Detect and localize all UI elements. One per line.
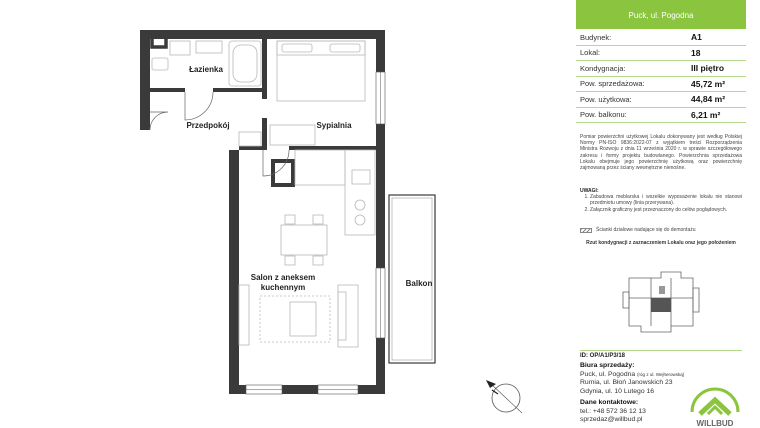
detail-row: Kondygnacja: III piętro <box>576 61 746 77</box>
detail-row: Pow. sprzedażowa: 45,72 m² <box>576 77 746 92</box>
sales-offices: Biura sprzedaży: Puck, ul. Pogodna (róg … <box>580 362 710 396</box>
windows <box>245 71 386 395</box>
room-label-hall: Przedpokój <box>186 121 229 130</box>
contact-data: Dane kontaktowe: tel.: +48 572 36 12 13 … <box>580 399 710 425</box>
document-id: ID: OP/A1/P3/18 <box>580 350 742 359</box>
room-label-bedroom: Sypialnia <box>316 121 352 130</box>
logo-text: WILLBUD <box>697 419 734 428</box>
room-label-bathroom: Łazienka <box>189 65 223 74</box>
detail-row: Pow. balkonu: 6,21 m² <box>576 108 746 123</box>
keyplan-title: Rzut kondygnacji z zaznaczeniem Lokalu o… <box>586 240 736 246</box>
detail-label: Pow. użytkowa: <box>580 94 632 104</box>
sales-line-1-note: (róg z ul. Wejherowską) <box>637 371 685 377</box>
floor-plan: Łazienka Przedpokój Sypialnia Salon z an… <box>140 30 523 414</box>
keyplan-image <box>622 271 700 333</box>
detail-label: Pow. balkonu: <box>580 110 627 120</box>
contact-phone: tel.: +48 572 36 12 13 <box>580 407 646 415</box>
remarks: UWAGI: Zabudowa meblarska i wszelkie wyp… <box>580 188 742 213</box>
detail-row: Budynek: A1 <box>576 30 746 46</box>
detail-label: Kondygnacja: <box>580 63 626 73</box>
detail-row: Lokal: 18 <box>576 46 746 61</box>
room-label-living-line2: kuchennym <box>261 283 305 292</box>
balcony <box>388 194 436 364</box>
detail-label: Pow. sprzedażowa: <box>580 79 645 89</box>
sales-title: Biura sprzedaży: <box>580 362 635 369</box>
info-panel: Puck, ul. Pogodna Budynek: A1 Lokal: 18 … <box>576 0 746 428</box>
header-banner: Puck, ul. Pogodna <box>576 0 746 29</box>
sales-line-3: Gdynia, ul. 10 Lutego 16 <box>580 387 655 395</box>
detail-label: Lokal: <box>580 48 601 58</box>
compass-icon <box>486 380 523 414</box>
contact-title: Dane kontaktowe: <box>580 399 639 406</box>
measurement-note: Pomiar powierzchni użytkowej Lokalu doko… <box>580 134 742 172</box>
remark-item: Załącznik graficzny jest przeznaczony do… <box>590 207 742 213</box>
interior-walls <box>150 31 376 187</box>
location-subtitle: Puck, ul. Pogodna <box>628 11 694 20</box>
remarks-title: UWAGI: <box>580 188 599 194</box>
sales-line-2: Rumia, ul. Błoń Janowskich 23 <box>580 379 673 387</box>
detail-value: 44,84 m² <box>691 94 726 105</box>
details-table: Budynek: A1 Lokal: 18 Kondygnacja: III p… <box>576 30 746 123</box>
doors <box>149 91 290 177</box>
hatch-swatch-icon <box>580 227 592 233</box>
detail-value: 45,72 m² <box>691 78 726 89</box>
remark-item: Zabudowa meblarska i wszelkie wyposażeni… <box>590 194 742 206</box>
sales-line-1: Puck, ul. Pogodna <box>580 370 636 378</box>
legend-text: Ściankі działowe nadające się do demonta… <box>596 227 696 233</box>
room-label-balcony: Balkon <box>406 279 433 288</box>
furniture <box>151 40 376 348</box>
detail-row: Pow. użytkowa: 44,84 m² <box>576 92 746 108</box>
willbud-logo-icon: WILLBUD <box>690 387 740 428</box>
contact-email: sprzedaz@willbud.pl <box>580 416 643 424</box>
detail-value: 6,21 m² <box>691 109 721 120</box>
legend: Ściankі działowe nadające się do demonta… <box>580 227 696 233</box>
detail-value: 18 <box>691 47 701 58</box>
detail-value: A1 <box>691 32 702 43</box>
detail-label: Budynek: <box>580 32 612 42</box>
room-label-living-line1: Salon z aneksem <box>251 273 315 282</box>
detail-value: III piętro <box>691 63 725 74</box>
